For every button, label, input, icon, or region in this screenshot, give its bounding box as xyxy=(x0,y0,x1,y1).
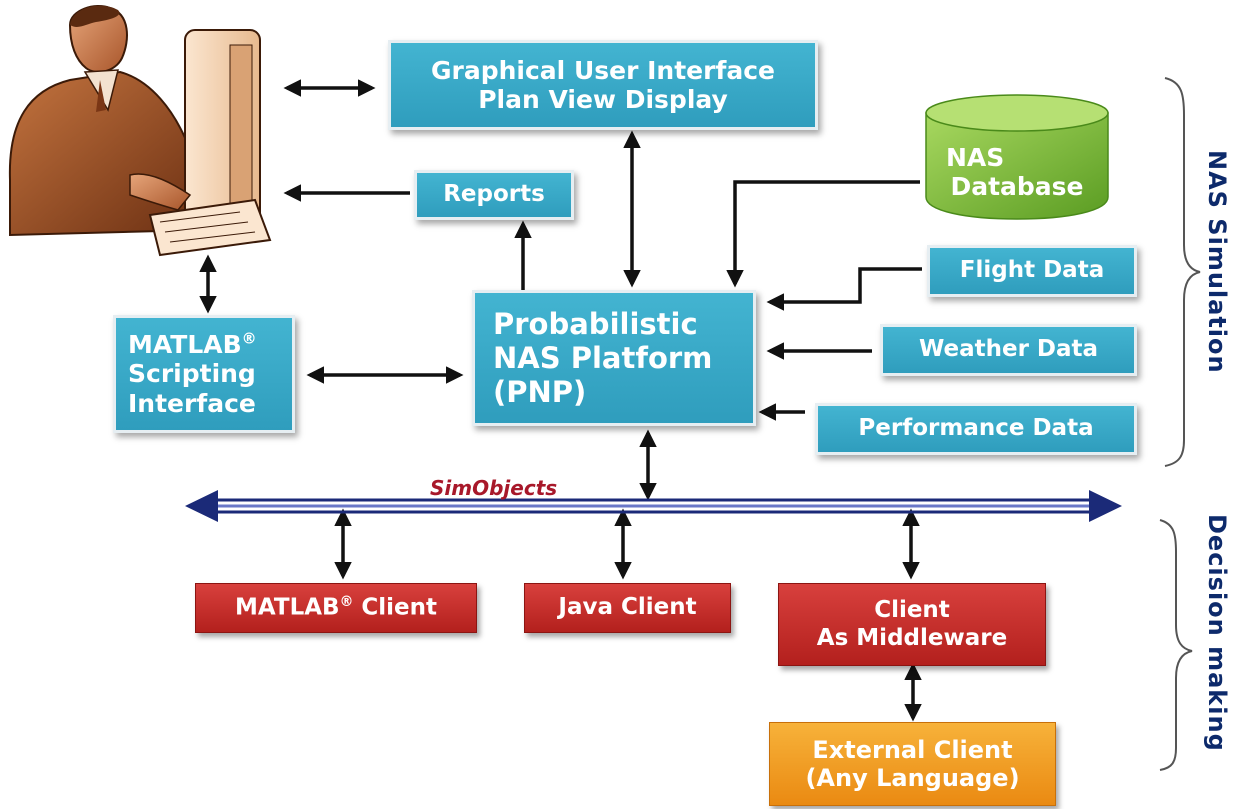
pnp-line-1: Probabilistic xyxy=(493,306,698,341)
brace-decision-making xyxy=(1159,519,1193,771)
arrow-db-pnp xyxy=(726,180,920,288)
decision-making-label: Decision making xyxy=(1203,514,1231,752)
external-client-box: External Client (Any Language) xyxy=(769,722,1056,806)
weather-data-label: Weather Data xyxy=(918,336,1099,363)
matlab-scripting-box: MATLAB® Scripting Interface xyxy=(113,315,295,433)
middleware-line-2: As Middleware xyxy=(816,624,1008,651)
performance-data-label: Performance Data xyxy=(858,415,1094,442)
weather-data-box: Weather Data xyxy=(880,324,1137,376)
arrow-flight-pnp xyxy=(766,267,922,311)
gui-line-2: Plan View Display xyxy=(478,85,728,114)
nas-simulation-label: NAS Simulation xyxy=(1203,150,1231,374)
middleware-line-1: Client xyxy=(874,597,950,624)
pnp-box: Probabilistic NAS Platform (PNP) xyxy=(472,290,756,426)
nas-db-line-1: NAS xyxy=(946,142,1005,172)
pnp-line-2: NAS Platform xyxy=(493,340,713,375)
bus-right-arrowhead xyxy=(1089,490,1122,522)
matlab-scripting-line-1: MATLAB® xyxy=(128,329,257,359)
pnp-line-3: (PNP) xyxy=(493,375,587,410)
connectors xyxy=(199,79,922,722)
matlab-client-box: MATLAB® Client xyxy=(195,583,477,633)
external-line-2: (Any Language) xyxy=(805,764,1020,792)
matlab-client-label: MATLAB® Client xyxy=(235,594,437,621)
gui-line-1: Graphical User Interface xyxy=(431,55,775,85)
flight-data-label: Flight Data xyxy=(959,257,1105,284)
bus-left-arrowhead xyxy=(185,490,218,522)
person-at-computer-icon xyxy=(8,5,272,257)
simobjects-bus xyxy=(185,490,1122,522)
external-line-1: External Client xyxy=(812,735,1013,764)
reports-label: Reports xyxy=(443,181,545,208)
matlab-scripting-line-2: Scripting xyxy=(128,359,256,389)
nas-database: NAS Database xyxy=(924,93,1110,221)
gui-box: Graphical User Interface Plan View Displ… xyxy=(388,40,818,130)
java-client-label: Java Client xyxy=(558,594,697,621)
performance-data-box: Performance Data xyxy=(815,403,1137,455)
nas-db-line-2: Database xyxy=(950,172,1084,201)
middleware-box: Client As Middleware xyxy=(778,583,1046,666)
matlab-scripting-line-3: Interface xyxy=(128,388,256,418)
java-client-box: Java Client xyxy=(524,583,731,633)
reports-box: Reports xyxy=(414,170,574,220)
database-cylinder-icon xyxy=(925,94,1109,220)
simobjects-label: SimObjects xyxy=(430,476,558,500)
brace-nas-simulation xyxy=(1164,77,1201,467)
flight-data-box: Flight Data xyxy=(927,245,1137,297)
